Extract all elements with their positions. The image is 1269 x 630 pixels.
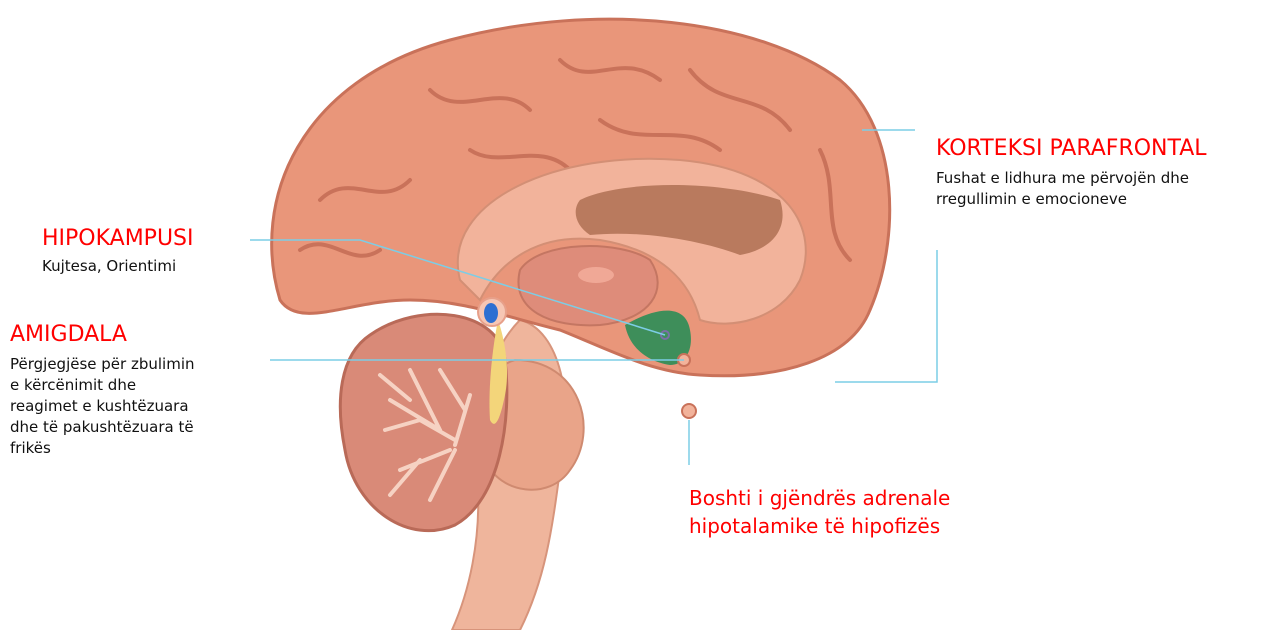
amigdala-desc-line: frikës (10, 438, 260, 459)
label-hipokampusi-title: HIPOKAMPUSI (42, 226, 194, 252)
amigdala-desc-line: e kërcënimit dhe (10, 375, 260, 396)
amigdala-desc-line: Përgjegjëse për zbulimin (10, 354, 260, 375)
label-korteksi-desc: Fushat e lidhura me përvojën dhe rregull… (936, 168, 1266, 210)
korteksi-desc-line: rregullimin e emocioneve (936, 189, 1266, 210)
korteksi-desc-line: Fushat e lidhura me përvojën dhe (936, 168, 1266, 189)
label-amigdala-title: AMIGDALA (10, 322, 127, 348)
thalamus (518, 246, 657, 325)
thalamus-center (578, 267, 614, 283)
label-boshti-title: Boshti i gjëndrës adrenale hipotalamike … (689, 484, 950, 540)
label-amigdala-desc: Përgjegjëse për zbulimin e kërcënimit dh… (10, 354, 260, 459)
amigdala-desc-line: reagimet e kushtëzuara (10, 396, 260, 417)
label-korteksi-title: KORTEKSI PARAFRONTAL (936, 136, 1207, 162)
label-hipokampusi-desc: Kujtesa, Orientimi (42, 256, 176, 277)
boshti-title-line: hipotalamike të hipofizës (689, 512, 950, 540)
pituitary-dot-lower (682, 404, 696, 418)
amigdala-desc-line: dhe të pakushtëzuara të (10, 417, 260, 438)
boshti-title-line: Boshti i gjëndrës adrenale (689, 484, 950, 512)
amygdala-shape (484, 303, 498, 323)
